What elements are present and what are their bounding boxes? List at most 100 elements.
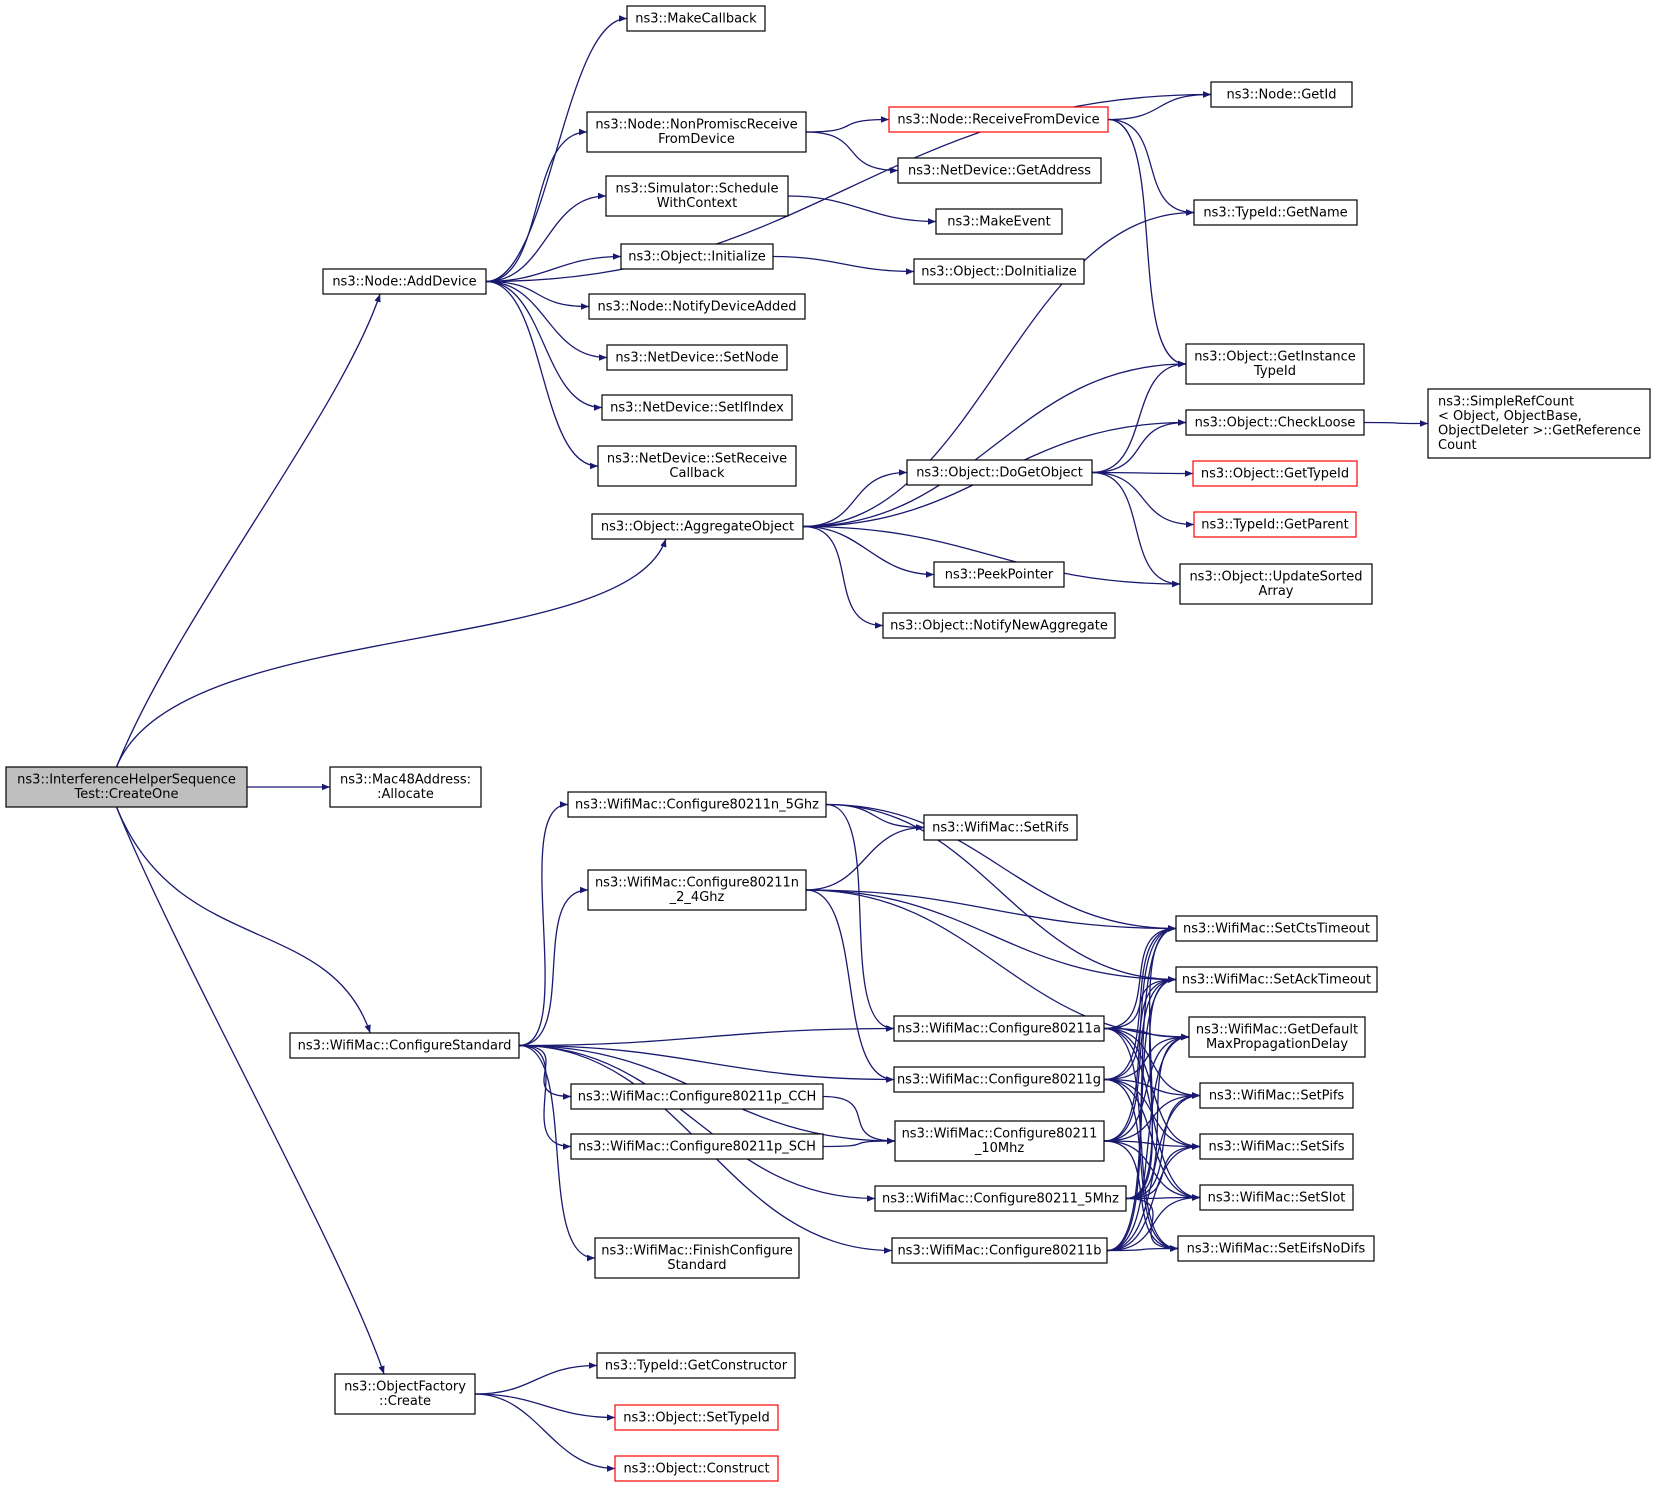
node-receivefrom[interactable]: ns3::Node::ReceiveFromDevice [888, 106, 1109, 133]
node-label: ns3::Object::DoGetObject [916, 465, 1083, 480]
node-factorycreate[interactable]: ns3::ObjectFactory::Create [334, 1373, 476, 1415]
node-allocate[interactable]: ns3::Mac48Address::Allocate [329, 766, 482, 808]
edge-initialize-to-doinitialize [772, 255, 915, 275]
edge-c11g-to-setcts [1103, 925, 1177, 1081]
node-c11g[interactable]: ns3::WifiMac::Configure80211g [893, 1066, 1105, 1093]
node-label: ns3::WifiMac::Configure80211n_5Ghz [575, 797, 819, 812]
node-setsifs[interactable]: ns3::WifiMac::SetSifs [1199, 1133, 1354, 1160]
edge-configurestandard-to-finishcfg [518, 1044, 596, 1262]
edge-c115-to-seteifs [1125, 1197, 1179, 1252]
node-label: ns3::WifiMac::FinishConfigure [601, 1244, 793, 1259]
node-label: ns3::Object::DoInitialize [921, 264, 1077, 279]
edge-aggregate-to-dogetobject [802, 469, 908, 528]
node-box [893, 1015, 1105, 1042]
node-setpifs[interactable]: ns3::WifiMac::SetPifs [1199, 1082, 1354, 1109]
node-box [329, 766, 482, 808]
node-box [1427, 388, 1651, 459]
edge-adddevice-to-schedule [485, 192, 607, 283]
node-getparent[interactable]: ns3::TypeId::GetParent [1193, 511, 1357, 538]
node-box [614, 1404, 779, 1431]
node-notifydevice[interactable]: ns3::Node::NotifyDeviceAdded [588, 293, 806, 320]
edge-configurestandard-to-c11a [518, 1025, 895, 1047]
node-setack[interactable]: ns3::WifiMac::SetAckTimeout [1175, 966, 1378, 993]
edge-nonpromisc-to-getaddress [805, 131, 899, 174]
edge-c11n24-to-c11g [805, 889, 895, 1083]
node-label: TypeId [1253, 364, 1296, 379]
node-setifindex[interactable]: ns3::NetDevice::SetIfIndex [601, 394, 793, 421]
node-configurestandard[interactable]: ns3::WifiMac::ConfigureStandard [289, 1032, 520, 1059]
node-label: ns3::Object::SetTypeId [623, 1410, 769, 1425]
node-label: ns3::WifiMac::ConfigureStandard [298, 1038, 512, 1053]
node-c11b[interactable]: ns3::WifiMac::Configure80211b [891, 1237, 1108, 1264]
edge-c11n5-to-c11a [825, 803, 895, 1032]
node-c11n5[interactable]: ns3::WifiMac::Configure80211n_5Ghz [567, 791, 827, 818]
node-setnode[interactable]: ns3::NetDevice::SetNode [606, 344, 788, 371]
node-createone[interactable]: ns3::InterferenceHelperSequenceTest::Cre… [5, 766, 248, 808]
node-label: WithContext [657, 196, 737, 211]
node-checkloose[interactable]: ns3::Object::CheckLoose [1185, 409, 1365, 436]
node-peekpointer[interactable]: ns3::PeekPointer [933, 561, 1065, 588]
node-settypeid[interactable]: ns3::Object::SetTypeId [614, 1404, 779, 1431]
node-notifynew[interactable]: ns3::Object::NotifyNewAggregate [882, 612, 1116, 639]
node-label: ns3::NetDevice::SetReceive [607, 452, 787, 467]
node-getname[interactable]: ns3::TypeId::GetName [1193, 199, 1358, 226]
node-adddevice[interactable]: ns3::Node::AddDevice [322, 268, 487, 295]
node-c115[interactable]: ns3::WifiMac::Configure80211_5Mhz [874, 1185, 1127, 1212]
node-makeevent[interactable]: ns3::MakeEvent [935, 208, 1063, 235]
node-c11a[interactable]: ns3::WifiMac::Configure80211a [893, 1015, 1105, 1042]
node-c11psch[interactable]: ns3::WifiMac::Configure80211p_SCH [570, 1133, 824, 1160]
node-box [586, 111, 807, 153]
node-box [594, 1237, 800, 1279]
node-box [601, 394, 793, 421]
node-label: < Object, ObjectBase, [1438, 409, 1582, 424]
node-label: ns3::WifiMac::SetSifs [1208, 1139, 1344, 1154]
node-getdefault[interactable]: ns3::WifiMac::GetDefaultMaxPropagationDe… [1188, 1016, 1366, 1058]
node-makecallback[interactable]: ns3::MakeCallback [626, 5, 766, 32]
node-getid[interactable]: ns3::Node::GetId [1210, 81, 1353, 108]
edge-adddevice-to-getid [485, 91, 1212, 283]
node-label: ns3::PeekPointer [945, 567, 1054, 582]
node-construct[interactable]: ns3::Object::Construct [614, 1455, 779, 1482]
edge-configurestandard-to-c115 [518, 1044, 876, 1202]
edge-adddevice-to-notifydevice [485, 280, 590, 310]
edge-c11b-to-setack [1106, 976, 1177, 1252]
node-label: FromDevice [658, 132, 735, 147]
node-label: ns3::Node::GetId [1227, 87, 1337, 102]
node-seteifs[interactable]: ns3::WifiMac::SetEifsNoDifs [1177, 1235, 1375, 1262]
node-dogetobject[interactable]: ns3::Object::DoGetObject [906, 459, 1093, 486]
edge-schedule-to-makeevent [787, 195, 937, 225]
node-box [1192, 460, 1358, 487]
node-box [913, 258, 1085, 285]
node-getconstructor[interactable]: ns3::TypeId::GetConstructor [596, 1352, 796, 1379]
node-label: ns3::TypeId::GetName [1203, 205, 1347, 220]
node-label: ns3::Node::ReceiveFromDevice [897, 112, 1099, 127]
node-gettypeid[interactable]: ns3::Object::GetTypeId [1192, 460, 1358, 487]
node-c11n24[interactable]: ns3::WifiMac::Configure80211n_2_4Ghz [587, 869, 807, 911]
node-c11pcch[interactable]: ns3::WifiMac::Configure80211p_CCH [570, 1083, 824, 1110]
node-box [1199, 1082, 1354, 1109]
node-simpleref[interactable]: ns3::SimpleRefCount< Object, ObjectBase,… [1427, 388, 1651, 459]
node-box [289, 1032, 520, 1059]
edge-c11psch-to-c1110 [822, 1137, 896, 1148]
node-label: ns3::SimpleRefCount [1438, 395, 1574, 410]
node-getaddress[interactable]: ns3::NetDevice::GetAddress [897, 157, 1102, 184]
node-box [1175, 966, 1378, 993]
node-c1110[interactable]: ns3::WifiMac::Configure80211_10Mhz [894, 1120, 1105, 1162]
edge-c115-to-setpifs [1125, 1092, 1201, 1200]
node-setrifs[interactable]: ns3::WifiMac::SetRifs [923, 814, 1078, 841]
node-doinitialize[interactable]: ns3::Object::DoInitialize [913, 258, 1085, 285]
node-initialize[interactable]: ns3::Object::Initialize [620, 243, 774, 270]
edge-c115-to-setslot [1125, 1194, 1201, 1201]
node-box [933, 561, 1065, 588]
node-box [1193, 199, 1358, 226]
node-setslot[interactable]: ns3::WifiMac::SetSlot [1199, 1184, 1354, 1211]
node-setcts[interactable]: ns3::WifiMac::SetCtsTimeout [1175, 915, 1378, 942]
node-box [570, 1133, 824, 1160]
node-aggregate[interactable]: ns3::Object::AggregateObject [591, 513, 804, 540]
